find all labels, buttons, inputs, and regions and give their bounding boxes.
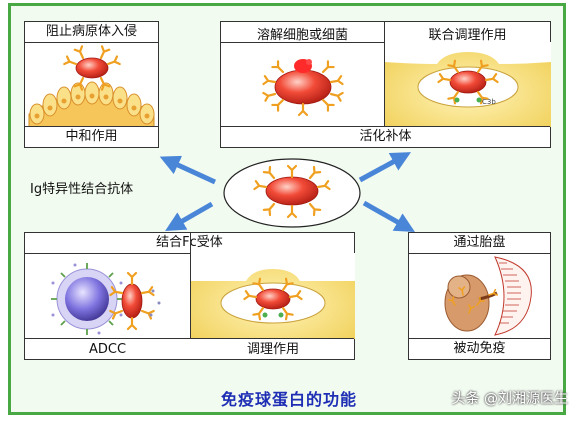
- lysis-illustration: [262, 59, 344, 117]
- complement-divider: [384, 22, 385, 127]
- passive-immunity-label: 被动免疫: [409, 338, 550, 359]
- fc-divider: [190, 233, 191, 359]
- adcc-illustration: [51, 263, 161, 335]
- neutralization-title: 阻止病原体入侵: [25, 22, 158, 43]
- adcc-label: ADCC: [88, 342, 127, 357]
- placenta-illustration: [444, 256, 532, 336]
- epithelium-illustration: [28, 45, 155, 127]
- fc-bottom-bar: [25, 338, 354, 359]
- fc-opsonization-illustration: [191, 253, 355, 339]
- opsonization-title: 联合调理作用: [428, 28, 507, 43]
- fc-receptor-panel: 结合Fc受体 ADCC 调理作用: [24, 232, 355, 360]
- fc-receptor-title: 结合Fc受体: [25, 233, 354, 254]
- diagram-title: 免疫球蛋白的功能: [220, 390, 357, 409]
- fc-opsonization-label: 调理作用: [246, 342, 299, 357]
- lyse-cells-title: 溶解细胞或细菌: [256, 28, 348, 43]
- placenta-panel: 通过胎盘 被动免疫: [408, 232, 551, 360]
- neutralization-label: 中和作用: [25, 126, 158, 147]
- center-antibody-illustration: [223, 158, 361, 228]
- opsonization-illustration: C3b: [385, 42, 551, 127]
- complement-label: 活化补体: [221, 126, 550, 147]
- center-label: Ig特异性结合抗体: [30, 182, 134, 197]
- placenta-title: 通过胎盘: [409, 233, 550, 254]
- complement-panel: 溶解细胞或细菌 联合调理作用 C3b 活化补体: [220, 21, 551, 148]
- watermark: 头条 @刘湘源医生: [451, 391, 568, 407]
- c3b-label: C3b: [482, 98, 496, 106]
- neutralization-panel: 阻止病原体入侵 中和作用: [24, 21, 159, 148]
